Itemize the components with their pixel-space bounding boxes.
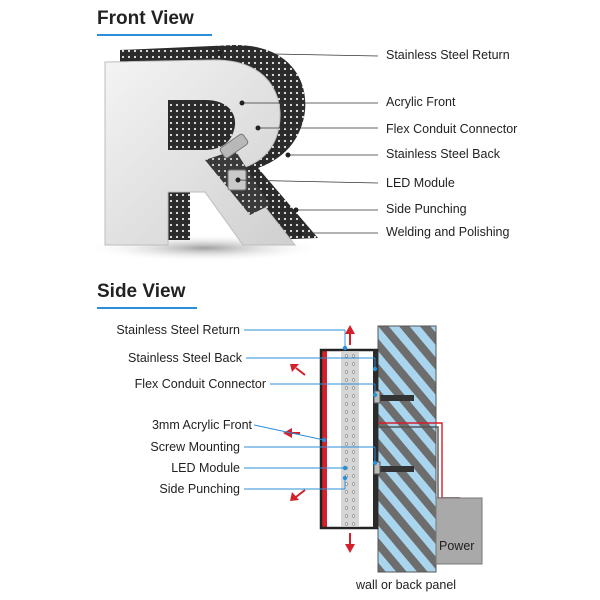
side-label-stainless-steel-back: Stainless Steel Back [128,351,242,365]
heat-arrows [283,325,355,553]
front-view-title: Front View [97,8,194,29]
front-leader-dots [217,50,303,236]
front-label-flex-conduit-connector: Flex Conduit Connector [386,122,518,136]
side-label-3mm-acrylic-front: 3mm Acrylic Front [151,418,252,432]
letter-acrylic-front [104,59,297,246]
front-label-acrylic-front: Acrylic Front [386,95,456,109]
wall-label: wall or back panel [356,578,457,592]
side-label-stainless-steel-return: Stainless Steel Return [116,323,240,337]
power-label: Power [439,539,475,553]
side-view-title: Side View [97,281,186,302]
side-label-screw-mounting: Screw Mounting [150,440,240,454]
front-label-side-punching: Side Punching [386,202,467,216]
side-label-flex-conduit-connector: Flex Conduit Connector [134,377,266,391]
front-view-title-underline [97,34,212,36]
side-leader-dots [321,345,378,481]
power-box [435,497,483,565]
side-label-side-punching: Side Punching [159,482,240,496]
front-leader-lines [219,52,379,234]
front-label-stainless-steel-return: Stainless Steel Return [386,48,510,62]
front-label-led-module: LED Module [386,176,455,190]
side-label-led-module: LED Module [171,461,240,475]
front-label-welding-polishing: Welding and Polishing [386,225,510,239]
side-leader-lines [244,329,376,490]
wall-panel [377,325,437,573]
side-view-title-underline [97,307,197,309]
front-label-stainless-steel-back: Stainless Steel Back [386,147,500,161]
letter-r-icon [104,45,318,246]
